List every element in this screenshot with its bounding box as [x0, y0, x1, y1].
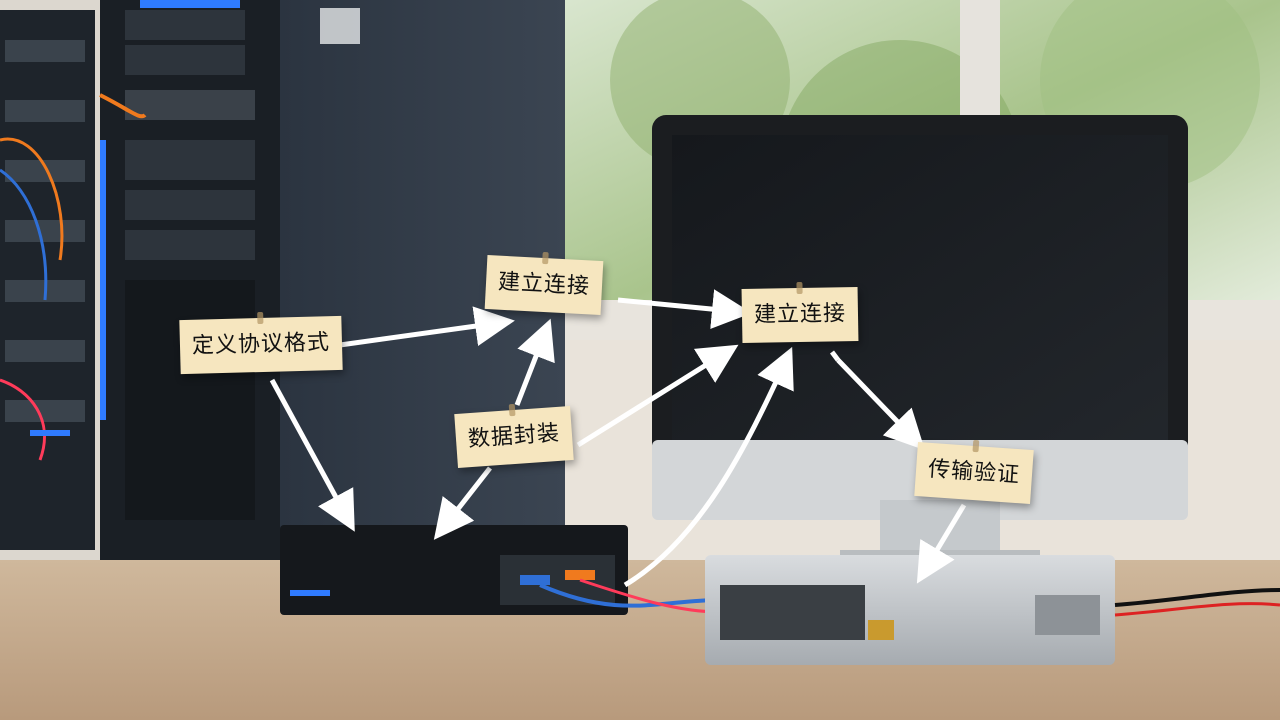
note-establish-connection-2: 建立连接 [741, 286, 859, 344]
note-define-protocol-format: 定义协议格式 [179, 315, 343, 375]
note-data-encapsulation: 数据封装 [454, 406, 574, 468]
note-transmission-verification: 传输验证 [914, 442, 1034, 504]
note-establish-connection-1: 建立连接 [484, 255, 604, 315]
